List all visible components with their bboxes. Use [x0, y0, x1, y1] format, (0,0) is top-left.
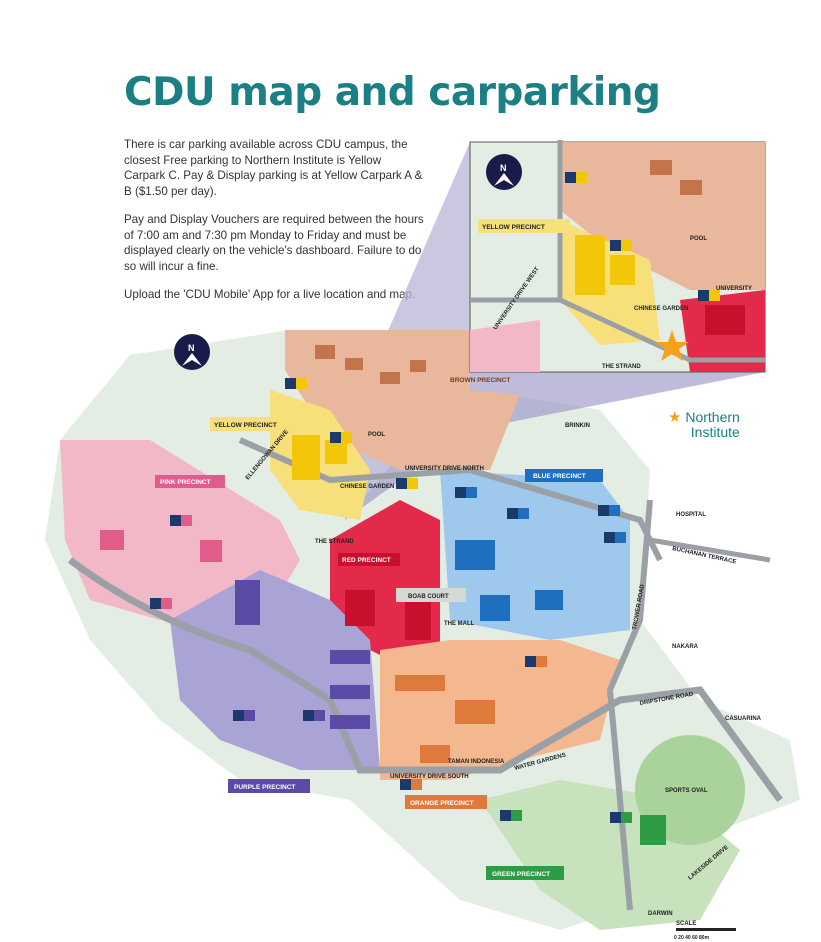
intro-paragraph-app: Upload the 'CDU Mobile' App for a live l… — [124, 288, 416, 301]
north-label: N — [188, 343, 195, 353]
sports-oval-label: SPORTS OVAL — [665, 788, 708, 794]
taman-indonesia-label: TAMAN INDONESIA — [448, 759, 505, 765]
pink-precinct-label: PINK PRECINCT — [160, 479, 211, 486]
pink-precinct-badge — [155, 475, 225, 488]
boab-court-badge — [396, 588, 466, 602]
north-arrow-icon — [174, 334, 210, 370]
green-precinct-label: GREEN PRECINCT — [492, 871, 550, 878]
intro-text: There is car parking available across CD… — [124, 137, 424, 316]
yellow-precinct-label: YELLOW PRECINCT — [214, 422, 277, 429]
purple-precinct-label: PURPLE PRECINCT — [234, 784, 295, 791]
brinkin-label: BRINKIN — [565, 423, 590, 429]
blue-precinct-badge — [525, 469, 603, 482]
purple-precinct-area — [170, 570, 380, 770]
orange-precinct-badge — [405, 795, 487, 809]
red-precinct-badge — [338, 553, 400, 566]
inset-chinese-garden-label: CHINESE GARDEN — [634, 306, 688, 312]
yellow-precinct-badge — [210, 417, 290, 431]
pool-label: POOL — [368, 432, 385, 438]
chinese-garden-label: CHINESE GARDEN — [340, 484, 394, 490]
blue-precinct-label: BLUE PRECINCT — [533, 473, 586, 480]
page-title: CDU map and carparking — [124, 70, 661, 115]
inset-the-strand-label: THE STRAND — [602, 364, 641, 370]
inset-university-label: UNIVERSITY — [716, 286, 752, 292]
hospital-label: HOSPITAL — [676, 512, 706, 518]
inset-north-arrow-icon — [486, 154, 522, 190]
brown-precinct-label: BROWN PRECINCT — [450, 377, 510, 384]
star-icon: ★ — [668, 409, 682, 426]
green-precinct-badge — [486, 866, 564, 880]
northern-institute-label: ★ Northern Institute — [668, 410, 740, 440]
university-drive-south-label: UNIVERSITY DRIVE SOUTH — [390, 774, 469, 780]
university-drive-north-label: UNIVERSITY DRIVE NORTH — [405, 466, 484, 472]
scale-ticks-label: 0 20 40 60 80m — [674, 935, 710, 941]
northern-institute-line2: Institute — [690, 424, 740, 440]
intro-paragraph-parking: There is car parking available across CD… — [124, 138, 423, 198]
purple-precinct-badge — [228, 779, 310, 793]
nakara-label: NAKARA — [672, 644, 699, 650]
inset-yellow-precinct-badge — [478, 219, 570, 233]
orange-precinct-label: ORANGE PRECINCT — [410, 800, 474, 807]
casuarina-label: CASUARINA — [725, 716, 762, 722]
red-precinct-label: RED PRECINCT — [342, 557, 391, 564]
carpark-markers — [150, 172, 720, 823]
northern-institute-line1: Northern — [685, 409, 740, 425]
northern-institute-star-icon — [655, 330, 689, 361]
buildings — [100, 345, 666, 845]
scale-label: SCALE — [676, 921, 696, 927]
scale-bar — [676, 928, 736, 931]
main-road — [67, 557, 783, 803]
inset-pool-label: POOL — [690, 236, 707, 242]
the-strand-label: THE STRAND — [315, 539, 354, 545]
pink-precinct-area — [60, 440, 300, 620]
intro-paragraph-vouchers: Pay and Display Vouchers are required be… — [124, 213, 424, 273]
inset-north-label: N — [500, 163, 507, 173]
trower-road — [606, 499, 653, 911]
inset-yellow-precinct-label: YELLOW PRECINCT — [482, 224, 545, 231]
buchanan-terrace-road — [649, 537, 771, 563]
darwin-label: DARWIN — [648, 911, 673, 917]
boab-court-label: BOAB COURT — [408, 594, 449, 600]
the-mall-label: THE MALL — [444, 621, 475, 627]
